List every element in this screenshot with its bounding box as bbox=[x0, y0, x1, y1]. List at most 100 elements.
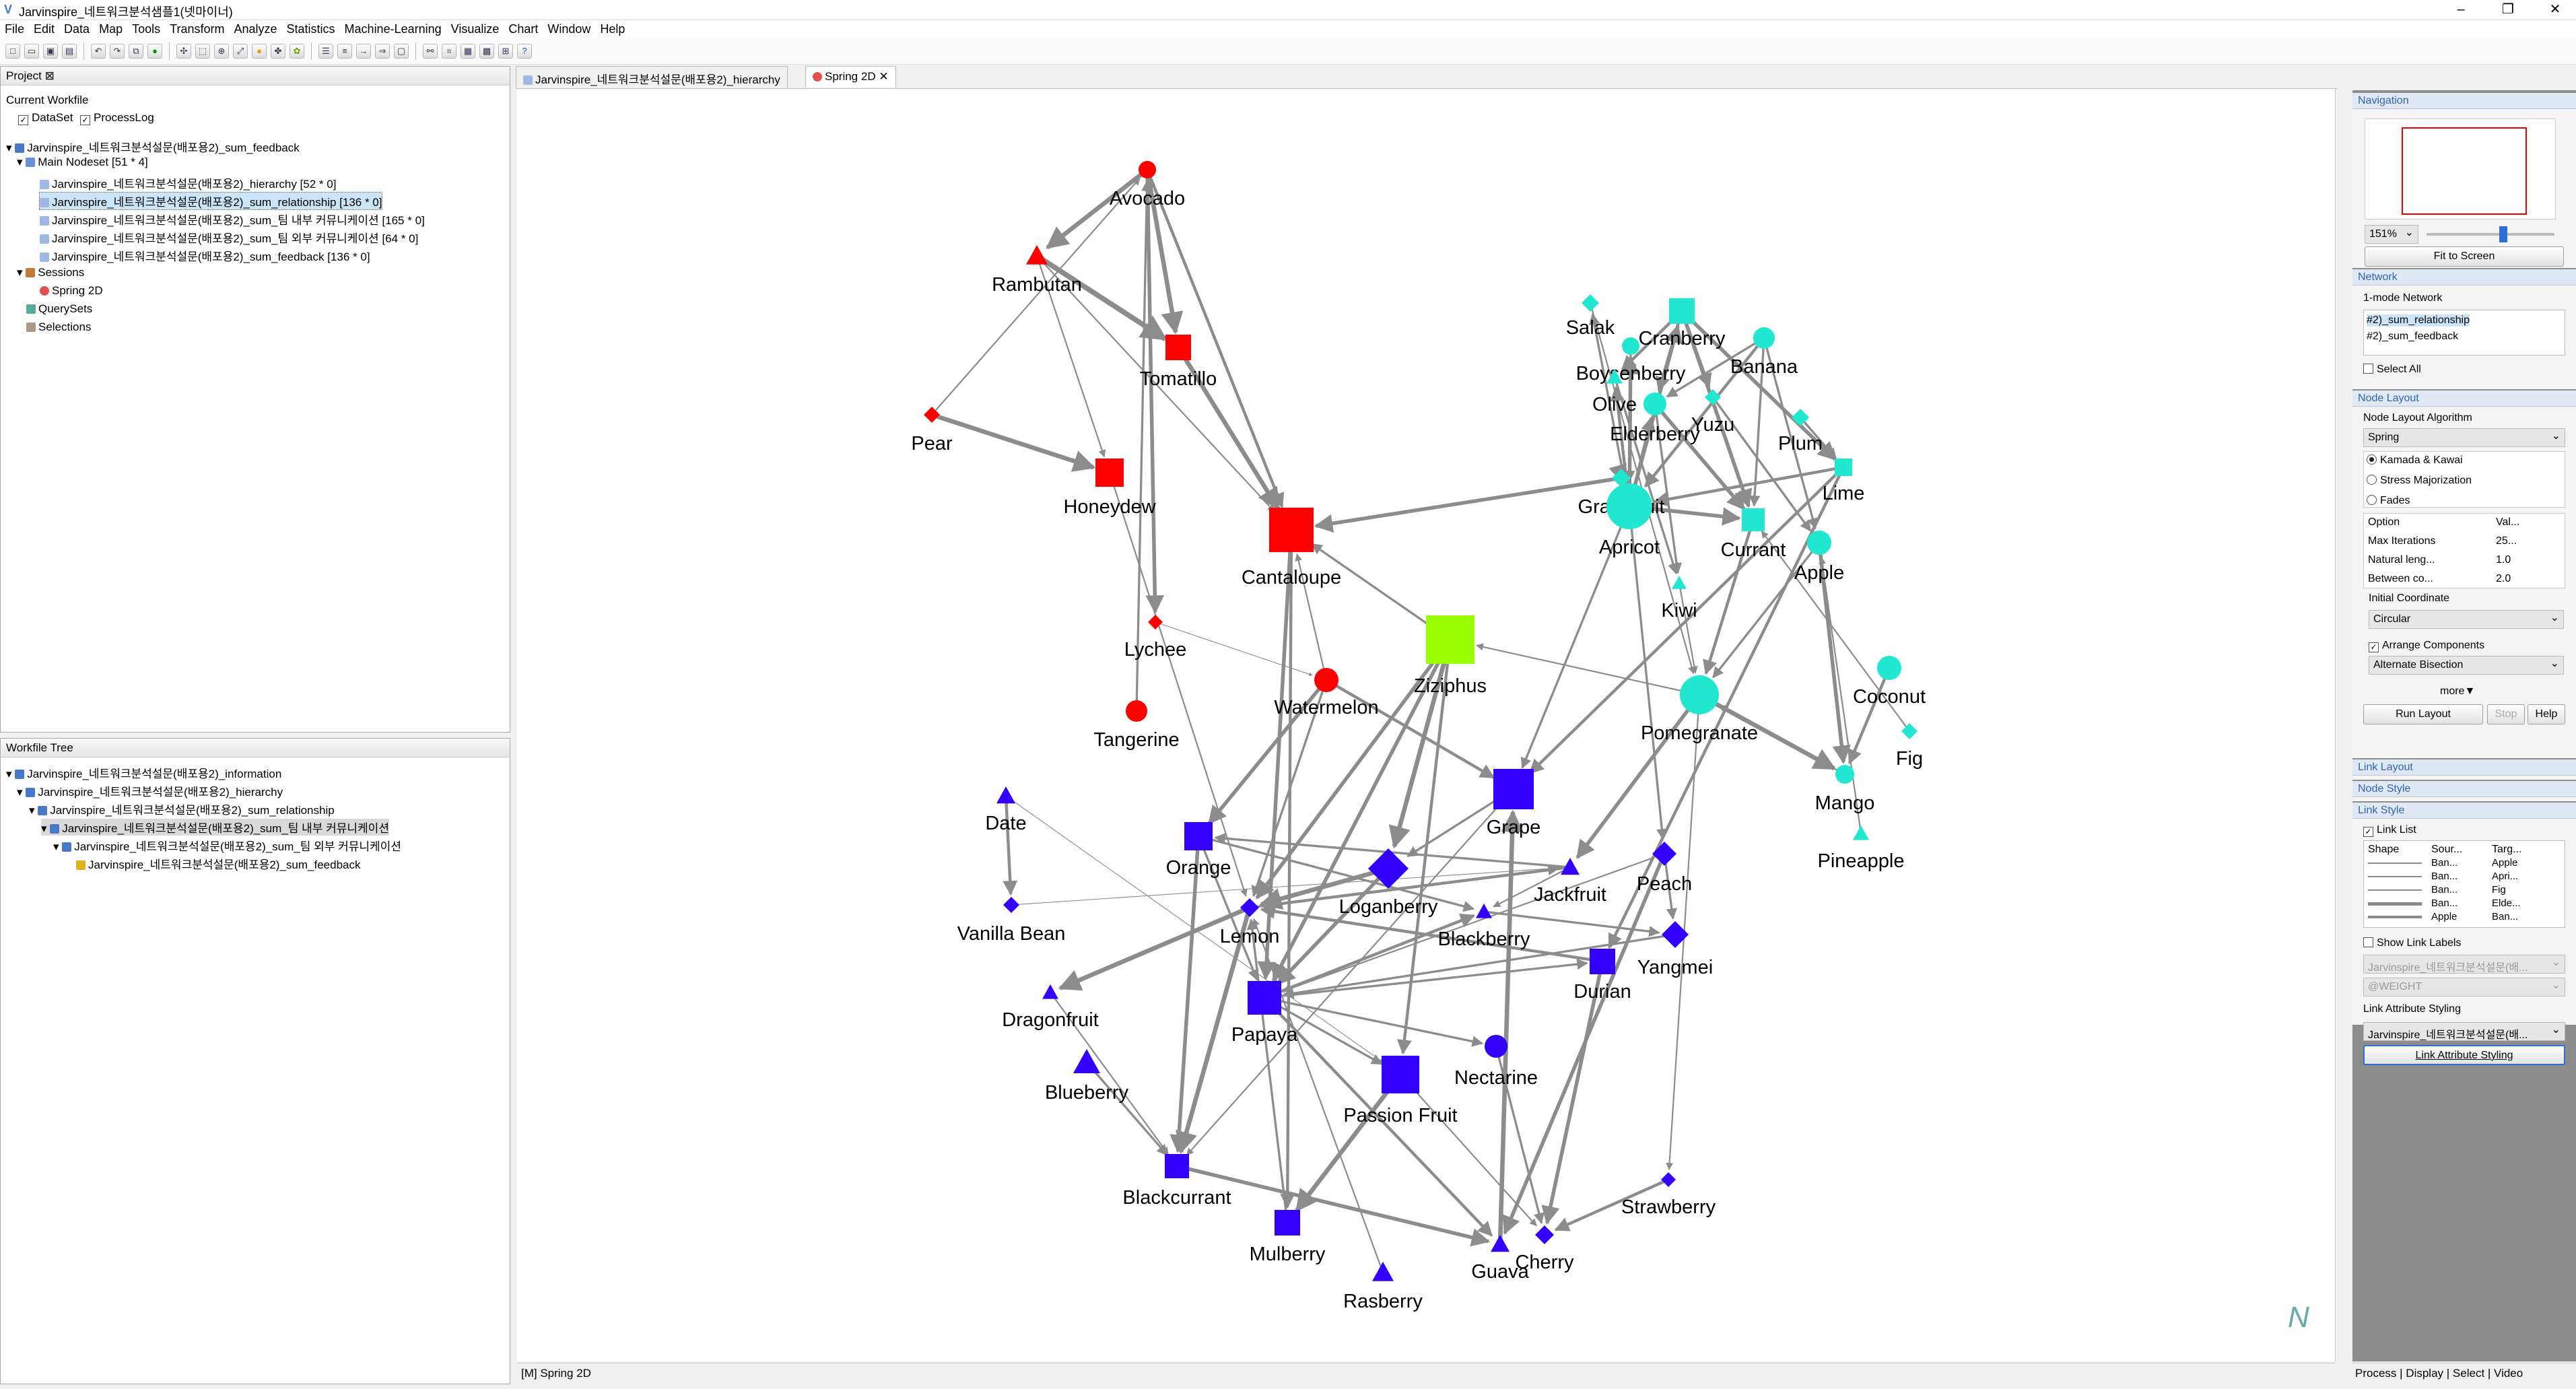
graph-edge[interactable] bbox=[1325, 679, 1495, 779]
zoom-slider[interactable] bbox=[2427, 226, 2554, 242]
layout-icon[interactable]: ✤ bbox=[271, 43, 285, 59]
graph-node[interactable] bbox=[1835, 765, 1854, 784]
graph-node[interactable] bbox=[1877, 656, 1901, 680]
tree-dataset-selected[interactable]: Jarvinspire_네트워크분석설문(배포용2)_sum_relations… bbox=[38, 192, 383, 210]
graph-edge[interactable] bbox=[1295, 553, 1328, 681]
fit-to-screen-button[interactable]: Fit to Screen bbox=[2365, 246, 2564, 267]
workfile-tree-item[interactable]: ▾ Jarvinspire_네트워크분석설문(배포용2)_sum_relatio… bbox=[29, 804, 335, 817]
graph-edge[interactable] bbox=[1264, 913, 1476, 1000]
tree-querysets[interactable]: QuerySets bbox=[26, 302, 92, 316]
node-color-icon[interactable]: ● bbox=[252, 43, 267, 59]
window-icon[interactable]: ⊞ bbox=[498, 43, 513, 59]
tree-sessions[interactable]: ▾ Sessions bbox=[17, 266, 85, 279]
graph-edge[interactable] bbox=[1613, 376, 1679, 575]
show-link-labels-checkbox[interactable]: Show Link Labels bbox=[2363, 937, 2461, 949]
graph-edge[interactable] bbox=[1145, 169, 1184, 335]
graph-edge[interactable] bbox=[1711, 397, 1812, 532]
graph-node[interactable] bbox=[1493, 769, 1534, 809]
graph-node[interactable] bbox=[1073, 1049, 1100, 1073]
graph-edge[interactable] bbox=[1314, 476, 1622, 533]
graph-edge[interactable] bbox=[1264, 996, 1484, 1047]
graph-edge[interactable] bbox=[1011, 866, 1559, 906]
link-list-table[interactable]: Shape Sour... Targ... Ban... Apple Ban..… bbox=[2363, 840, 2565, 928]
graph-edge[interactable] bbox=[1663, 853, 1678, 920]
graph-edge[interactable] bbox=[1575, 693, 1701, 859]
tree-dataset[interactable]: Jarvinspire_네트워크분석설문(배포용2)_sum_팀 외부 커뮤니케… bbox=[40, 229, 418, 246]
network-list-item[interactable]: #2)_sum_relationship bbox=[2367, 314, 2470, 327]
graph-edge[interactable] bbox=[1005, 795, 1384, 1062]
graph-node[interactable] bbox=[1184, 822, 1213, 850]
graph-node[interactable] bbox=[1652, 842, 1676, 866]
graph-node[interactable] bbox=[1026, 245, 1048, 265]
node-layout-header[interactable]: Node Layout bbox=[2352, 391, 2576, 407]
graph-edge[interactable] bbox=[1176, 1164, 1491, 1247]
graph-node[interactable] bbox=[1372, 1262, 1394, 1281]
graph-node[interactable] bbox=[1382, 1056, 1419, 1093]
navigation-viewport[interactable] bbox=[2402, 127, 2527, 215]
graph-edge[interactable] bbox=[1282, 852, 1665, 992]
tab-hierarchy[interactable]: Jarvinspire_네트워크분석설문(배포용2)_hierarchy bbox=[516, 66, 788, 88]
graph-edge[interactable] bbox=[1186, 788, 1514, 1156]
graph-node[interactable] bbox=[1705, 389, 1721, 405]
graph-edge[interactable] bbox=[1170, 836, 1200, 1153]
graph-node[interactable] bbox=[1622, 337, 1639, 355]
graph-node[interactable] bbox=[1561, 858, 1580, 875]
workfile-tree-tab[interactable]: Workfile Tree bbox=[1, 739, 510, 757]
arrange-components-checkbox[interactable]: ✓Arrange Components bbox=[2369, 640, 2484, 652]
more-toggle[interactable]: more▼ bbox=[2440, 685, 2476, 697]
maximize-button[interactable]: ❐ bbox=[2502, 2, 2514, 17]
tab-display[interactable]: Display bbox=[2406, 1367, 2444, 1380]
graph-edge[interactable] bbox=[1264, 996, 1383, 1065]
graph-edge[interactable] bbox=[1135, 180, 1153, 712]
graph-node[interactable] bbox=[1669, 298, 1695, 324]
list-icon[interactable]: ≡ bbox=[337, 43, 352, 59]
graph-edge[interactable] bbox=[1528, 466, 1845, 774]
workfile-tree-item[interactable]: ▾ Jarvinspire_네트워크분석설문(배포용2)_hierarchy bbox=[17, 786, 283, 799]
graph-edge[interactable] bbox=[1259, 866, 1389, 910]
open-folder-icon[interactable]: ▭ bbox=[24, 43, 39, 59]
graph-edge[interactable] bbox=[1260, 904, 1603, 963]
graph-node[interactable] bbox=[996, 786, 1015, 804]
menu-machine-learning[interactable]: Machine-Learning bbox=[344, 22, 442, 36]
menu-statistics[interactable]: Statistics bbox=[286, 22, 335, 36]
workfile-tree-item-highlighted[interactable]: ▾ Jarvinspire_네트워크분석설문(배포용2)_sum_팀 내부 커뮤… bbox=[41, 819, 389, 836]
graph-edge[interactable] bbox=[1654, 403, 1683, 574]
menu-visualize[interactable]: Visualize bbox=[450, 22, 500, 36]
graph-node[interactable] bbox=[1126, 700, 1147, 722]
graph-node[interactable] bbox=[1139, 161, 1156, 178]
graph-edge[interactable] bbox=[1058, 905, 1251, 991]
graph-edge[interactable] bbox=[1145, 169, 1165, 614]
graph-edge[interactable] bbox=[1036, 255, 1275, 512]
menu-help[interactable]: Help bbox=[600, 22, 625, 36]
undo-icon[interactable]: ↶ bbox=[91, 43, 106, 59]
graph-edge[interactable] bbox=[1749, 337, 1765, 507]
graph-edge[interactable] bbox=[1198, 835, 1475, 912]
graph-node[interactable] bbox=[1612, 469, 1631, 487]
graph-edge[interactable] bbox=[1644, 337, 1765, 488]
stop-button[interactable]: Stop bbox=[2487, 704, 2525, 724]
workfile-tree-item[interactable]: Jarvinspire_네트워크분석설문(배포용2)_sum_feedback bbox=[76, 855, 361, 872]
graph-edge[interactable] bbox=[1763, 337, 1819, 530]
graph-edge[interactable] bbox=[1036, 255, 1106, 458]
graph-edge[interactable] bbox=[1799, 416, 1837, 460]
graph-node[interactable] bbox=[1042, 984, 1058, 999]
tree-main-nodeset[interactable]: ▾ Main Nodeset [51 * 4] bbox=[17, 156, 148, 168]
filter-icon[interactable]: ⌗ bbox=[442, 43, 456, 59]
graph-node[interactable] bbox=[1672, 576, 1687, 589]
network-list-item[interactable]: #2)_sum_feedback bbox=[2367, 331, 2459, 342]
graph-node[interactable] bbox=[924, 407, 940, 423]
menu-file[interactable]: File bbox=[5, 22, 25, 36]
graph-edge[interactable] bbox=[1497, 809, 1524, 1245]
graph-node[interactable] bbox=[1535, 1225, 1554, 1244]
graph-node[interactable] bbox=[1269, 508, 1314, 552]
navigation-minimap[interactable] bbox=[2365, 118, 2556, 219]
link-label-source-select[interactable]: Jarvinspire_네트워크분석설문(배... bbox=[2363, 955, 2565, 974]
graph-edge[interactable] bbox=[1050, 992, 1169, 1155]
menu-tools[interactable]: Tools bbox=[132, 22, 161, 36]
graph-edge[interactable] bbox=[1817, 542, 1851, 764]
graph-node[interactable] bbox=[1590, 949, 1615, 974]
graph-edge[interactable] bbox=[1761, 531, 1910, 732]
graph-edge[interactable] bbox=[1678, 582, 1698, 674]
graph-node[interactable] bbox=[1853, 825, 1869, 840]
